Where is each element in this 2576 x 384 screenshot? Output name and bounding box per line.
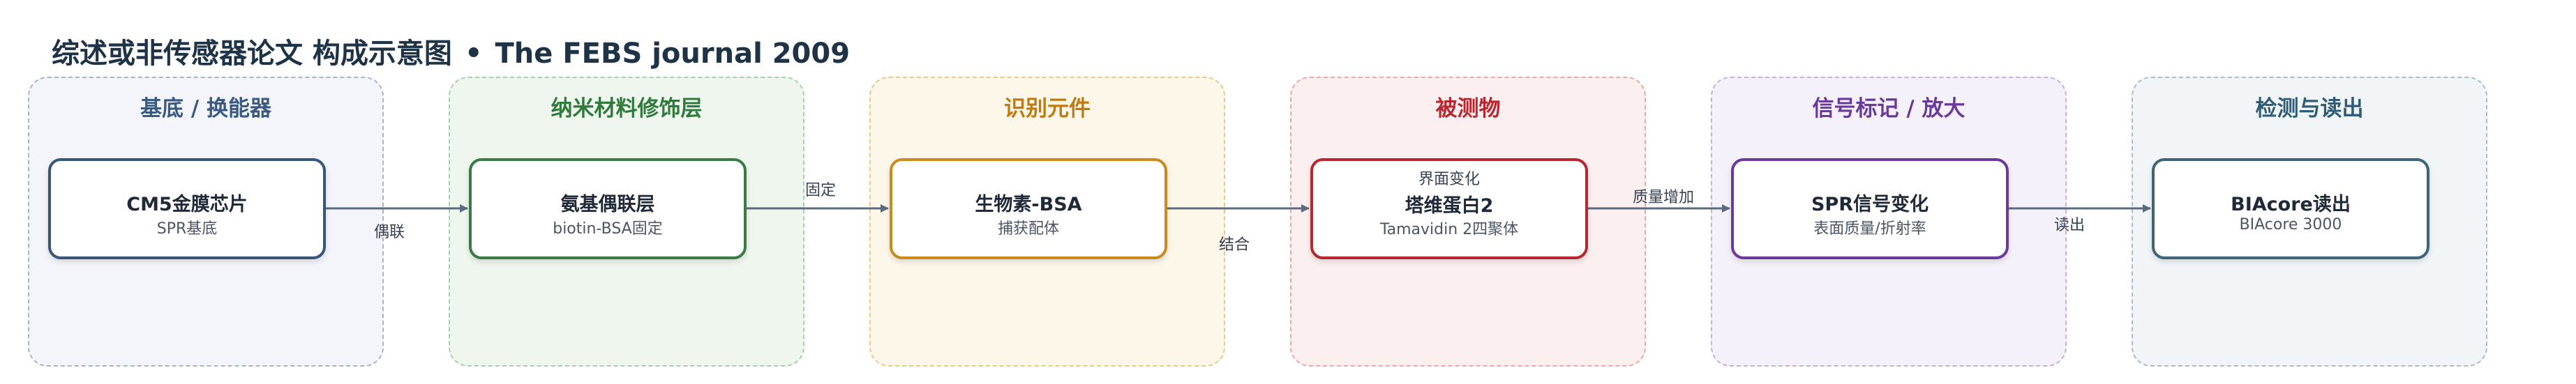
node-amine-coupling: 氨基偶联层 biotin-BSA固定: [469, 158, 747, 259]
node-subtitle: BIAcore 3000: [2239, 216, 2342, 233]
panel-title: 基底 / 换能器: [140, 96, 271, 121]
edge-label-readout: 读出: [2054, 217, 2085, 234]
title-source: The FEBS journal 2009: [495, 38, 851, 70]
node-subtitle: 表面质量/折射率: [1813, 220, 1926, 238]
node-cm5-chip: CM5金膜芯片 SPR基底: [48, 158, 326, 259]
edge-label-coupling: 偶联: [374, 224, 405, 241]
node-title: 生物素-BSA: [975, 194, 1082, 215]
node-title: BIAcore读出: [2231, 194, 2351, 215]
node-subtitle: SPR基底: [156, 220, 218, 238]
title-main: 综述或非传感器论文 构成示意图: [52, 38, 452, 70]
node-spr-signal: SPR信号变化 表面质量/折射率: [1731, 158, 2009, 259]
node-subtitle: biotin-BSA固定: [553, 220, 663, 238]
node-biacore: BIAcore读出 BIAcore 3000: [2152, 158, 2429, 259]
node-title: SPR信号变化: [1811, 194, 1929, 215]
panel-title: 纳米材料修饰层: [551, 96, 703, 121]
node-title: CM5金膜芯片: [126, 194, 248, 215]
node-tamavidin: 界面变化 塔维蛋白2 Tamavidin 2四聚体: [1310, 158, 1588, 259]
panel-title: 检测与读出: [2255, 96, 2364, 121]
node-title: 塔维蛋白2: [1405, 195, 1494, 217]
edge-label-mass-increase: 质量增加: [1633, 189, 1695, 206]
title-separator: •: [464, 38, 483, 70]
edge-label-immobilize: 固定: [805, 182, 837, 199]
node-subtitle: 捕获配体: [997, 220, 1059, 238]
node-top-label: 界面变化: [1418, 171, 1480, 188]
node-title: 氨基偶联层: [560, 194, 655, 215]
node-subtitle: Tamavidin 2四聚体: [1379, 221, 1519, 238]
node-biotin-bsa: 生物素-BSA 捕获配体: [890, 158, 1167, 259]
panel-title: 信号标记 / 放大: [1812, 96, 1965, 121]
edge-label-binding: 结合: [1219, 236, 1250, 254]
panel-title: 识别元件: [1004, 96, 1091, 121]
diagram-title: 综述或非传感器论文 构成示意图 • The FEBS journal 2009: [52, 31, 850, 71]
panel-title: 被测物: [1435, 96, 1501, 121]
